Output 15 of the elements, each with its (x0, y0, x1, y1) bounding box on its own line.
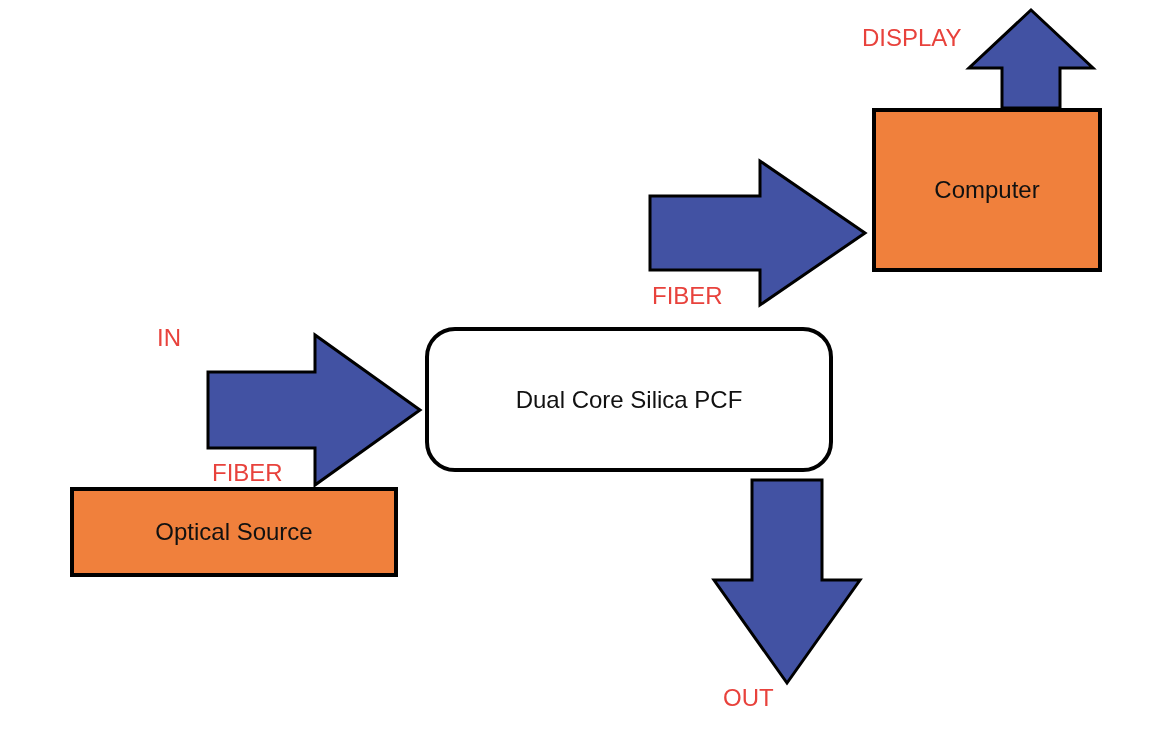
block-arrow (711, 478, 863, 686)
node-label: Optical Source (155, 518, 313, 546)
node-label: Computer (934, 176, 1040, 204)
arrow-label: FIBER (652, 284, 723, 308)
arrow-label: DISPLAY (862, 26, 962, 50)
block-arrow (206, 332, 423, 488)
arrow-label: OUT (723, 686, 774, 710)
block-arrow (648, 158, 868, 308)
node-label: Dual Core Silica PCF (515, 385, 743, 414)
arrow-label: FIBER (212, 461, 283, 485)
computer-box (872, 108, 1102, 272)
fiber-box (425, 327, 833, 472)
source-box (70, 487, 398, 577)
arrow-label: IN (157, 326, 181, 350)
block-arrow (965, 7, 1097, 110)
